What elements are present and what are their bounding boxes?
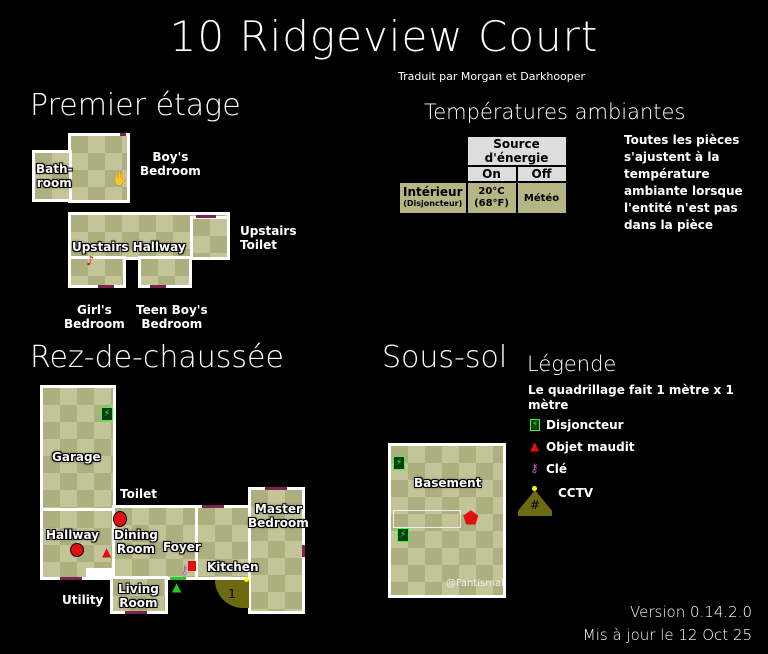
- off-value: Météo: [515, 181, 568, 215]
- basement-room: [388, 443, 506, 598]
- cursed-object-icon: [188, 561, 196, 571]
- door: [125, 611, 147, 614]
- map-title: 10 Ridgeview Court: [169, 12, 599, 61]
- cctv-camera-dot: [244, 577, 249, 582]
- cctv-icon: 1: [215, 580, 249, 608]
- key-icon: ⚷: [530, 461, 539, 475]
- foyer-label: Foyer: [163, 540, 201, 554]
- entrance-door: [170, 577, 186, 580]
- door: [120, 133, 126, 136]
- bathroom-label: Bath- room: [36, 162, 73, 190]
- cctv-number: 1: [228, 587, 236, 601]
- girls-bedroom-label: Girl's Bedroom: [64, 303, 125, 331]
- utility-label: Utility: [62, 593, 104, 607]
- hallway-label: Hallway: [46, 528, 100, 542]
- legend-heading: Légende: [527, 352, 617, 376]
- door: [265, 487, 287, 490]
- watermark: @Fantismal: [446, 578, 504, 589]
- upstairs-hallway-label: Upstairs Hallway: [72, 240, 186, 254]
- updated-text: Mis à jour le 12 Oct 25: [582, 626, 752, 644]
- basement-label: Basement: [414, 476, 482, 490]
- ground-heading: Rez-de-chaussée: [30, 340, 284, 375]
- door: [302, 545, 305, 557]
- stairs: [393, 510, 461, 528]
- breaker-icon: ⚡: [101, 407, 113, 421]
- key-icon: ⚷: [180, 563, 189, 577]
- bathroom-room: [32, 150, 72, 202]
- cursed-object-icon: ♪: [86, 254, 95, 269]
- boys-bedroom-label: Boy's Bedroom: [140, 150, 201, 178]
- door: [98, 285, 114, 288]
- breaker-icon: ⚡: [530, 419, 540, 431]
- row-sublabel: (Disjoncteur): [403, 199, 463, 208]
- door: [196, 215, 216, 218]
- door: [60, 577, 82, 580]
- utility-room: [86, 568, 116, 578]
- translation-credit: Traduit par Morgan et Darkhooper: [398, 70, 586, 83]
- garage-room: [40, 385, 116, 513]
- basement-heading: Sous-sol: [382, 340, 508, 375]
- boys-bedroom-room: [68, 133, 130, 203]
- legend-item-breaker: Disjoncteur: [546, 418, 624, 432]
- grid-note: Le quadrillage fait 1 mètre x 1 mètre: [528, 383, 734, 412]
- master-bedroom-label: Master Bedroom: [248, 502, 309, 530]
- door: [202, 505, 224, 508]
- upstairs-toilet-label: Upstairs Toilet: [240, 224, 297, 252]
- cursed-object-icon: ▲: [530, 439, 540, 453]
- toilet-label: Toilet: [120, 487, 157, 501]
- cctv-symbol: #: [529, 498, 541, 512]
- cursed-object-icon: ⬟: [463, 508, 479, 529]
- off-header: Off: [515, 165, 568, 183]
- living-room-label: Living Room: [118, 582, 159, 610]
- cursed-object-icon: [70, 543, 84, 557]
- cursed-object-icon: ▲: [102, 545, 112, 559]
- cctv-icon: #: [518, 490, 552, 516]
- breaker-icon: ⚡: [397, 528, 409, 542]
- teen-bedroom-room: [138, 256, 192, 288]
- door: [150, 285, 166, 288]
- temperature-note: Toutes les pièces s'ajustent à la tempér…: [624, 133, 743, 232]
- legend-item-key: Clé: [546, 462, 568, 476]
- power-source-header: Source d'énergie: [465, 135, 568, 167]
- dining-room-label: Dining Room: [114, 528, 158, 556]
- legend-item-cctv: CCTV: [558, 486, 594, 500]
- entrance-arrow-icon: ▲: [172, 580, 182, 594]
- upstairs-heading: Premier étage: [30, 88, 241, 123]
- girls-bedroom-room: [68, 256, 126, 288]
- upstairs-toilet-room: [190, 216, 230, 260]
- cursed-object-icon: [113, 511, 127, 527]
- row-label: Intérieur: [403, 185, 463, 199]
- breaker-icon: ⚡: [393, 456, 405, 470]
- garage-label: Garage: [52, 450, 101, 464]
- kitchen-label: Kitchen: [207, 560, 259, 574]
- cursed-object-icon: ✋: [112, 172, 129, 187]
- teen-bedroom-label: Teen Boy's Bedroom: [136, 303, 208, 331]
- on-header: On: [465, 165, 518, 183]
- cctv-camera-dot: [532, 486, 537, 491]
- living-room-room: [110, 576, 168, 614]
- legend-item-cursed: Objet maudit: [546, 440, 635, 454]
- on-value: 20°C (68°F): [465, 181, 518, 215]
- temperature-heading: Températures ambiantes: [424, 100, 686, 124]
- version-text: Version 0.14.2.0: [630, 603, 752, 621]
